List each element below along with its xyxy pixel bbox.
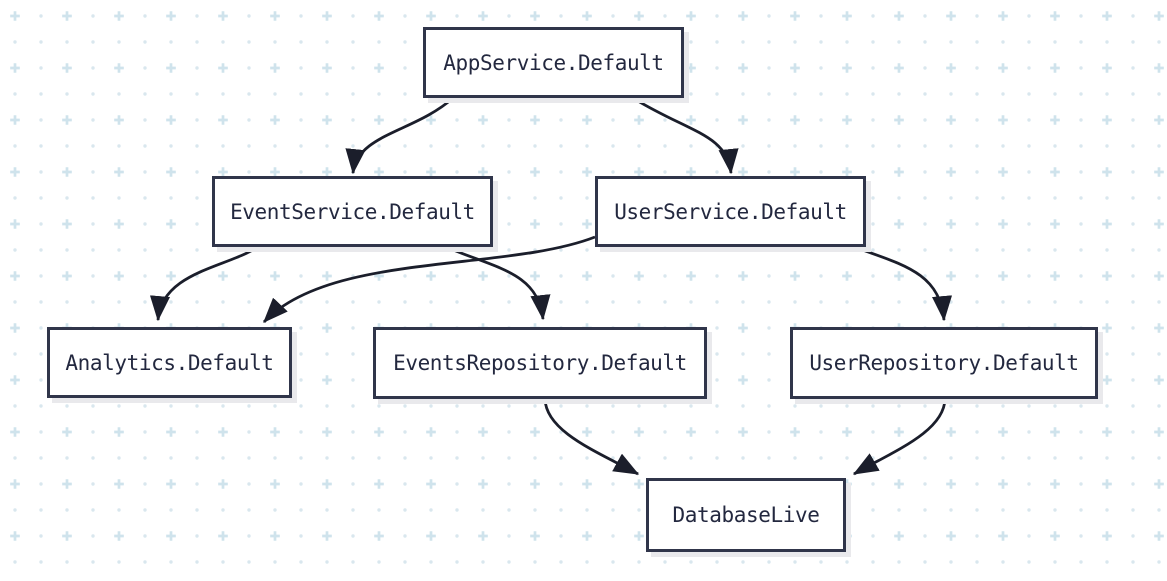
edge-appservice-to-userservice xyxy=(632,96,739,175)
node-eventsrepository[interactable]: EventsRepository.Default xyxy=(373,327,707,399)
edge-userservice-to-userrepository xyxy=(856,246,953,322)
edge-eventservice-to-eventsrepository xyxy=(445,245,551,321)
edge-eventservice-to-analytics xyxy=(149,245,259,322)
edge-appservice-to-eventservice xyxy=(345,96,454,175)
node-userrepository[interactable]: UserRepository.Default xyxy=(790,327,1098,399)
node-appservice[interactable]: AppService.Default xyxy=(423,27,684,98)
edge-userrepository-to-databaselive xyxy=(852,398,947,476)
node-eventservice[interactable]: EventService.Default xyxy=(212,176,493,247)
node-userservice[interactable]: UserService.Default xyxy=(595,176,866,247)
node-databaselive[interactable]: DatabaseLive xyxy=(646,478,846,552)
node-analytics[interactable]: Analytics.Default xyxy=(47,327,292,398)
edge-eventsrepository-to-databaselive xyxy=(543,398,640,476)
edge-userservice-to-analytics xyxy=(262,235,596,323)
